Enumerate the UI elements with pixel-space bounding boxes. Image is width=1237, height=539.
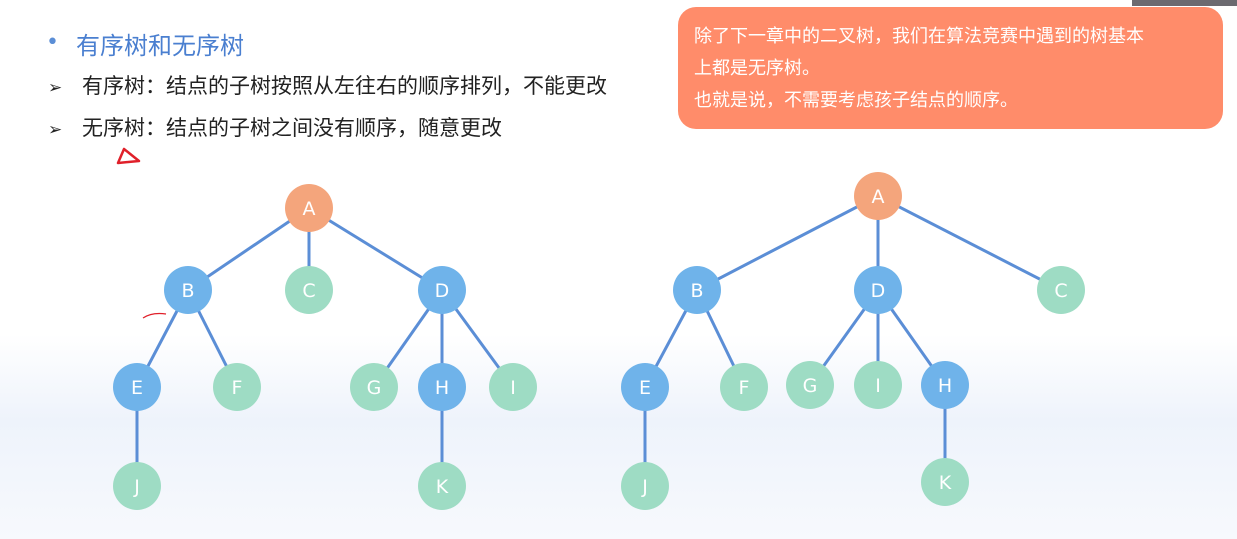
ordered-tree-node-I: I [489, 363, 537, 411]
node-label: G [367, 377, 382, 399]
slide-heading: 有序树和无序树 [76, 32, 244, 60]
node-label: K [436, 476, 449, 498]
arrow-bullet-icon: ➢ [48, 120, 63, 140]
node-label: A [872, 186, 885, 208]
node-circle [921, 458, 969, 506]
unordered-tree-node-K: K [921, 458, 969, 506]
unordered-tree-node-J: J [621, 462, 669, 510]
node-circle [350, 363, 398, 411]
unordered-tree-node-G: G [786, 361, 834, 409]
node-circle [213, 363, 261, 411]
node-circle [854, 172, 902, 220]
node-label: F [232, 377, 243, 399]
unordered-tree-definition: ➢ 无序树：结点的子树之间没有顺序，随意更改 [48, 112, 502, 142]
node-label: E [131, 377, 143, 399]
node-circle [720, 363, 768, 411]
ordered-tree-edge-A-D [308, 206, 443, 292]
unordered-tree-node-D: D [854, 266, 902, 314]
node-label: C [1054, 280, 1067, 302]
ordered-tree-node-K: K [418, 462, 466, 510]
unordered-tree-node-B: B [673, 266, 721, 314]
ordered-tree-node-E: E [113, 363, 161, 411]
pen-stroke-annotation [142, 312, 167, 319]
node-circle [285, 184, 333, 232]
node-label: B [181, 280, 194, 302]
node-label: D [435, 280, 450, 302]
node-circle [489, 363, 537, 411]
ordered-tree-node-A: A [285, 184, 333, 232]
unordered-tree-node-H: H [921, 361, 969, 409]
ordered-tree-node-G: G [350, 363, 398, 411]
node-label: J [641, 476, 648, 498]
node-label: E [639, 377, 651, 399]
node-circle [164, 266, 212, 314]
ordered-tree-node-D: D [418, 266, 466, 314]
ordered-tree-node-B: B [164, 266, 212, 314]
node-label: H [938, 375, 952, 397]
node-circle [621, 462, 669, 510]
arrow-bullet-icon: ➢ [48, 78, 63, 98]
unordered-tree-node-F: F [720, 363, 768, 411]
node-circle [418, 266, 466, 314]
node-circle [113, 462, 161, 510]
callout-line: 除了下一章中的二叉树，我们在算法竞赛中遇到的树基本 [694, 26, 1144, 47]
node-circle [921, 361, 969, 409]
node-circle [285, 266, 333, 314]
ordered-tree-node-H: H [418, 363, 466, 411]
unordered-tree-node-I: I [854, 361, 902, 409]
unordered-tree-node-C: C [1037, 266, 1085, 314]
node-label: B [690, 280, 703, 302]
node-circle [854, 266, 902, 314]
node-circle [786, 361, 834, 409]
ordered-tree-node-C: C [285, 266, 333, 314]
ordered-tree-node-F: F [213, 363, 261, 411]
node-circle [113, 363, 161, 411]
node-label: A [303, 198, 316, 220]
node-label: H [435, 377, 449, 399]
ordered-tree-node-J: J [113, 462, 161, 510]
node-circle [418, 363, 466, 411]
node-label: K [939, 472, 952, 494]
node-circle [854, 361, 902, 409]
node-circle [418, 462, 466, 510]
note-callout: 除了下一章中的二叉树，我们在算法竞赛中遇到的树基本 上都是无序树。 也就是说，不… [678, 7, 1223, 129]
node-circle [673, 266, 721, 314]
node-label: I [510, 377, 516, 399]
unordered-tree-edge-A-C [877, 194, 1062, 292]
definition-text: 无序树：结点的子树之间没有顺序，随意更改 [82, 116, 502, 140]
node-label: C [302, 280, 315, 302]
triangle-annotation-icon [116, 147, 141, 165]
ordered-tree-definition: ➢ 有序树：结点的子树按照从左往右的顺序排列，不能更改 [48, 70, 607, 100]
node-label: G [803, 375, 818, 397]
node-circle [621, 363, 669, 411]
node-label: J [133, 476, 140, 498]
ordered-tree-edge-A-B [187, 206, 310, 292]
unordered-tree-node-E: E [621, 363, 669, 411]
callout-line: 也就是说，不需要考虑孩子结点的顺序。 [694, 90, 1018, 111]
definition-text: 有序树：结点的子树按照从左往右的顺序排列，不能更改 [82, 74, 607, 98]
node-label: D [871, 280, 886, 302]
video-thumbnail-corner [1132, 0, 1237, 6]
callout-line: 上都是无序树。 [694, 58, 820, 79]
node-label: I [875, 375, 881, 397]
unordered-tree-node-A: A [854, 172, 902, 220]
bullet-dot-icon: • [46, 30, 59, 55]
unordered-tree-edge-A-B [696, 194, 879, 292]
node-circle [1037, 266, 1085, 314]
node-label: F [739, 377, 750, 399]
